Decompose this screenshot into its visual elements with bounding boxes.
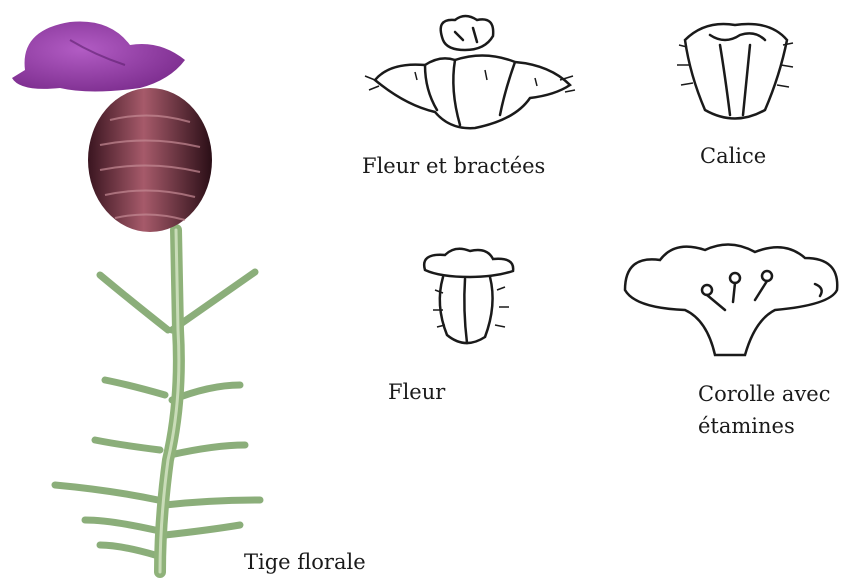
- flower-sketch: [415, 245, 525, 355]
- label-corolla-line1: Corolle avec: [698, 380, 831, 408]
- label-calyx: Calice: [700, 142, 766, 170]
- flower-and-bracts-sketch: [355, 10, 585, 140]
- label-stem: Tige florale: [244, 548, 366, 576]
- petals: [12, 21, 185, 91]
- lavender-plant-illustration: [0, 0, 280, 578]
- flower-head: [88, 88, 212, 232]
- corolla-with-stamens-sketch: [615, 240, 845, 360]
- label-corolla-line2: étamines: [698, 412, 795, 440]
- label-flower: Fleur: [388, 378, 445, 406]
- label-flower-and-bracts: Fleur et bractées: [362, 152, 545, 180]
- calyx-sketch: [665, 15, 805, 130]
